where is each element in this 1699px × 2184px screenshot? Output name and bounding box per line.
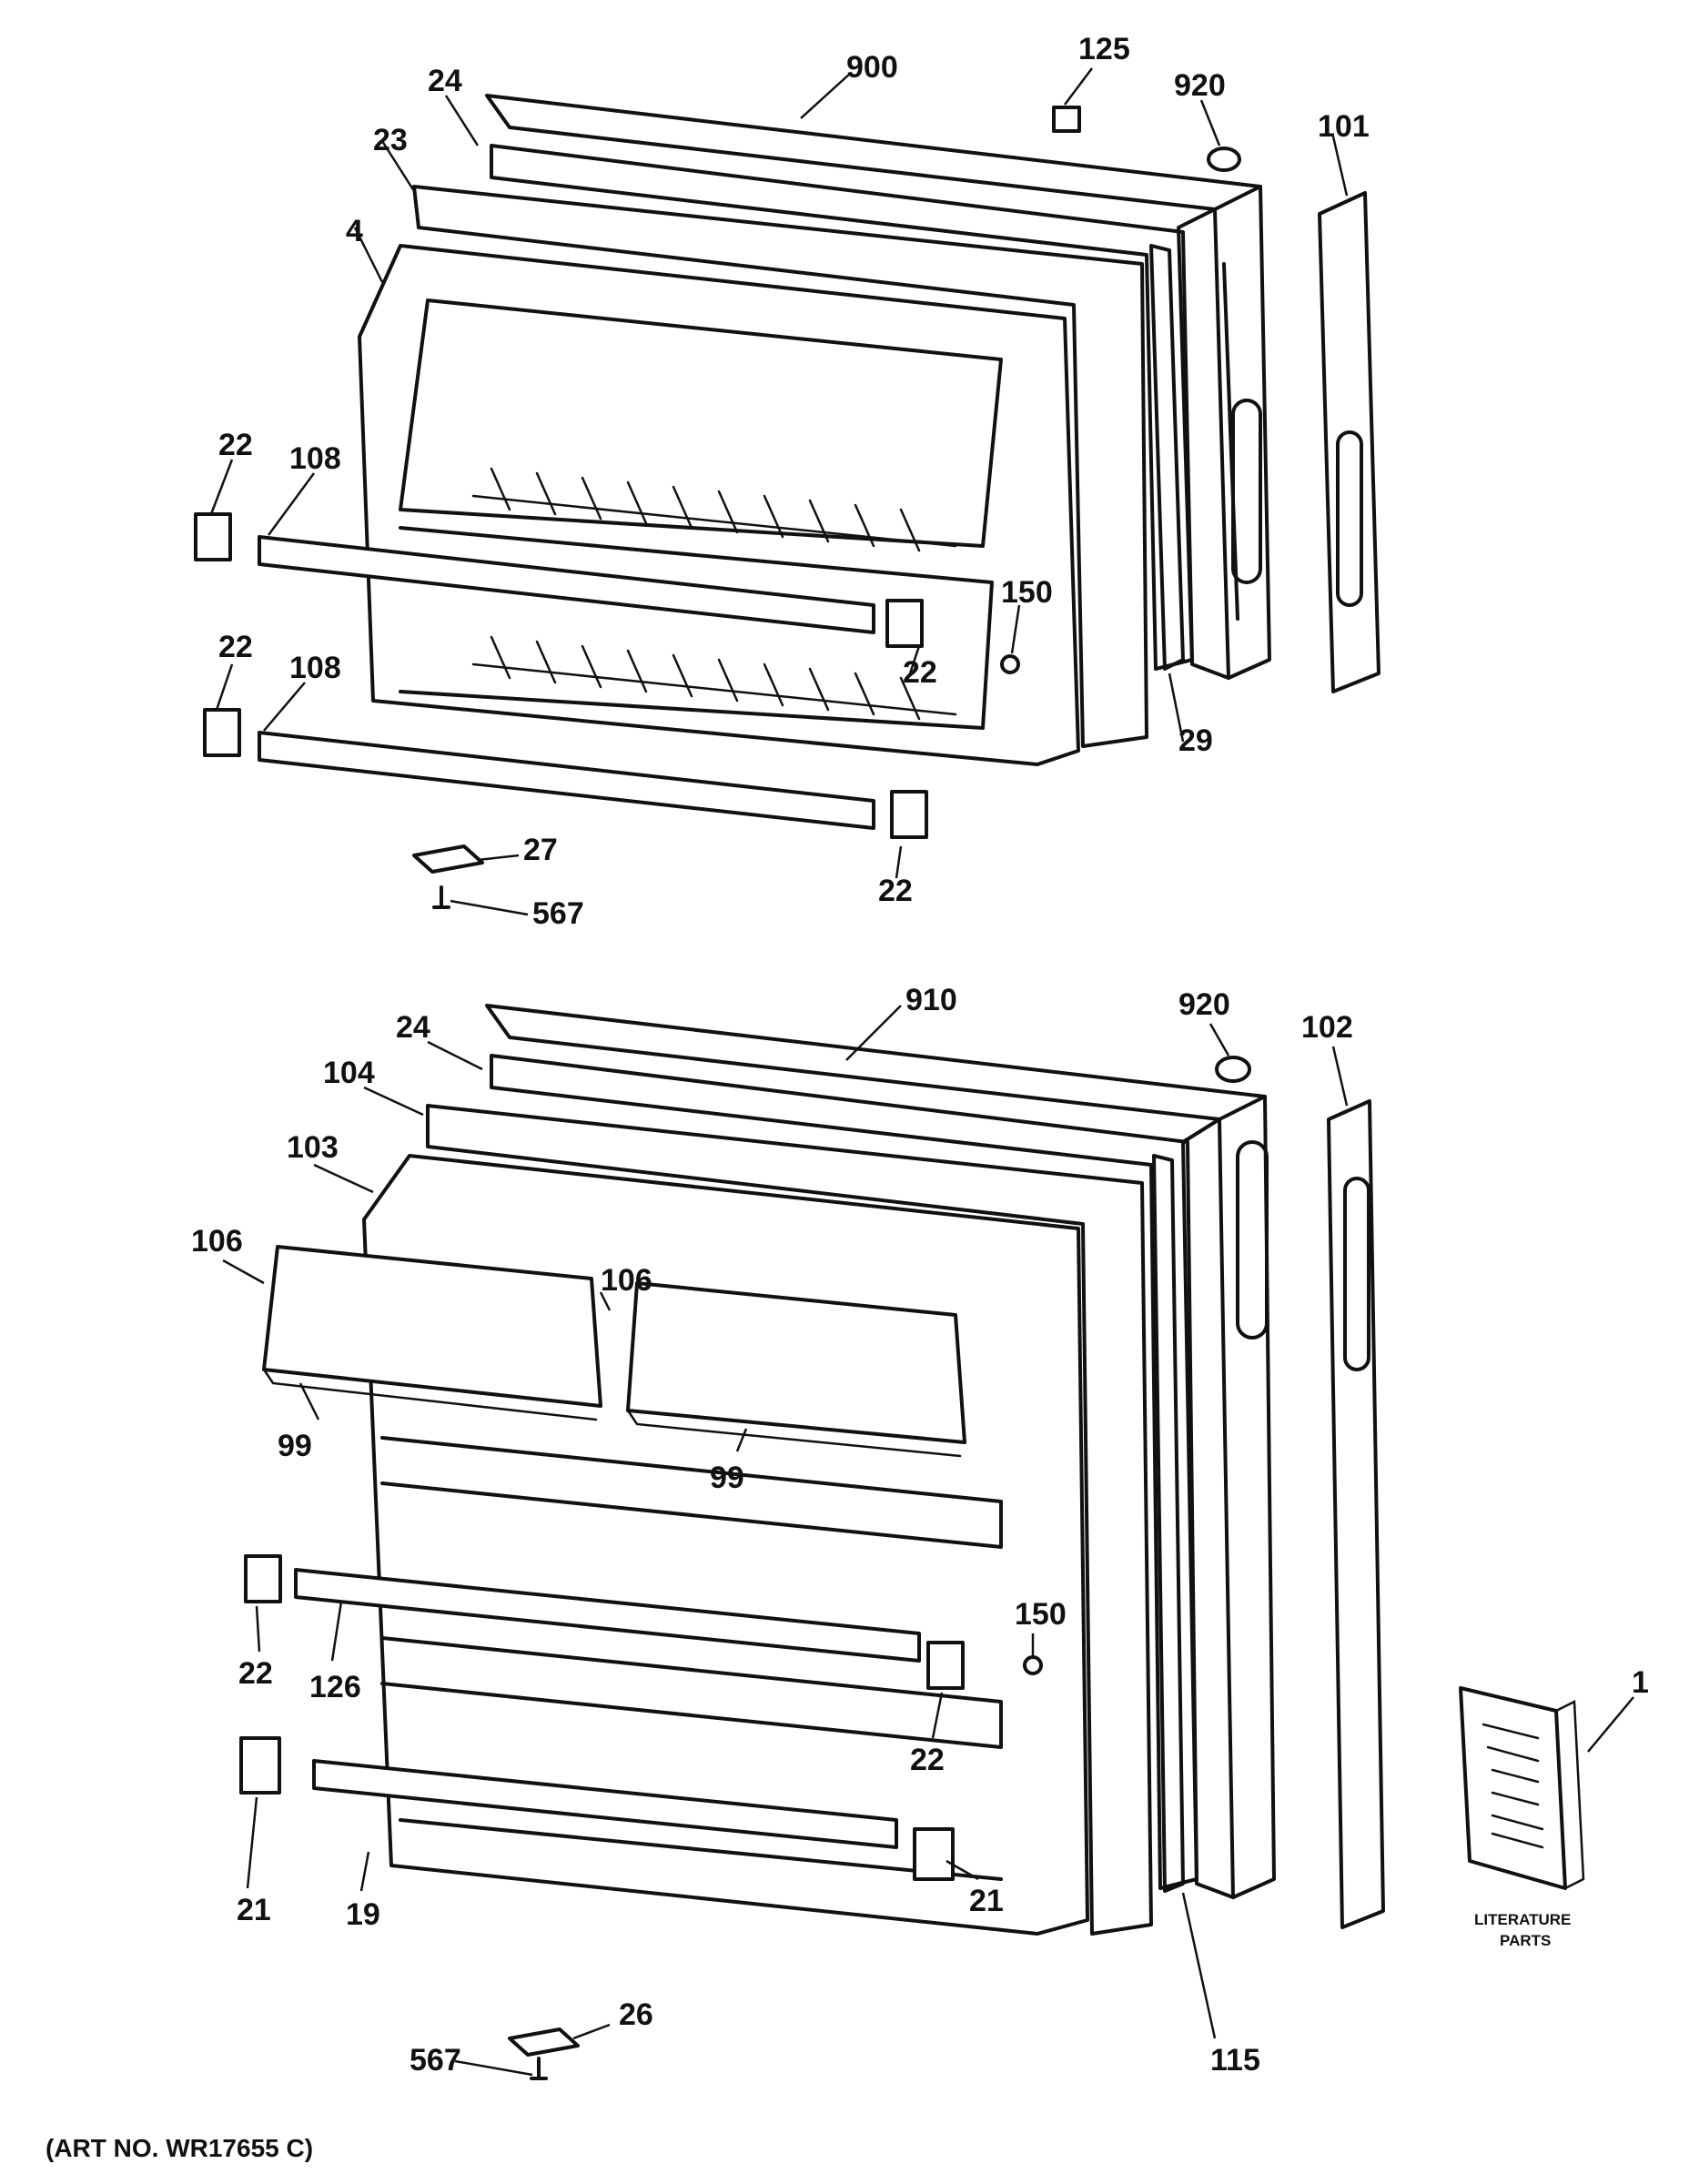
callout-24-bottom: 24: [396, 1010, 430, 1045]
callouts-bottom: 910 920 102 24 104 103 106 106 99 99 22 …: [191, 983, 1649, 2078]
callout-21-b: 21: [969, 1884, 1004, 1918]
callout-125: 125: [1078, 32, 1130, 66]
callout-19: 19: [346, 1897, 380, 1932]
gasket-23: [412, 185, 1148, 748]
handle-trim-102: [1327, 1099, 1385, 1929]
shelf-clip-22-e: [244, 1554, 282, 1603]
shelf-bar-108-upper: [258, 535, 875, 634]
door-handle-slot-top: [1231, 399, 1262, 584]
shelf-clip-22-b: [885, 599, 924, 648]
door-liner-4: [358, 244, 1080, 766]
callout-27: 27: [523, 833, 558, 867]
callout-99-a: 99: [278, 1429, 312, 1463]
gasket-104: [426, 1104, 1153, 1936]
callout-150-bottom: 150: [1015, 1597, 1067, 1632]
callout-23: 23: [373, 123, 408, 157]
callout-24-top: 24: [428, 64, 462, 98]
callout-106-b: 106: [601, 1263, 652, 1298]
freezer-door-assembly: [194, 94, 1380, 909]
leader-lines-top: [209, 67, 1349, 916]
shelf-bar-126: [294, 1568, 921, 1663]
callout-29: 29: [1178, 723, 1213, 758]
gasket-24: [490, 144, 1194, 671]
callout-21-a: 21: [237, 1893, 271, 1927]
cap-920-bottom: [1215, 1056, 1251, 1083]
callout-108-a: 108: [289, 441, 341, 476]
shelf-clip-22-c: [203, 708, 241, 757]
breaker-strip-29: [1149, 244, 1185, 671]
handle-trim-101: [1318, 191, 1380, 693]
plug-125: [1052, 106, 1081, 133]
callout-26: 26: [619, 1997, 653, 2032]
cap-920-top: [1207, 147, 1241, 172]
literature-label-line2: PARTS: [1500, 1932, 1551, 1949]
gasket-24-bottom: [490, 1054, 1198, 1890]
breaker-strip-115: [1152, 1154, 1185, 1893]
hinge-26: [508, 2027, 580, 2057]
shelf-bar-108-lower: [258, 731, 875, 830]
callout-1: 1: [1632, 1665, 1649, 1700]
screw-567-bottom: [530, 2057, 548, 2080]
dairy-bin-106-right: [626, 1281, 966, 1444]
callout-106-a: 106: [191, 1224, 243, 1259]
shelf-clip-22-d: [890, 790, 928, 839]
art-number: (ART NO. WR17655 C): [46, 2134, 313, 2162]
callout-22-a: 22: [218, 428, 253, 462]
callout-22-b: 22: [903, 655, 937, 690]
fresh-food-door-assembly: [239, 1004, 1585, 2080]
callout-22-d: 22: [878, 874, 913, 908]
callout-910: 910: [905, 983, 957, 1017]
callout-4: 4: [346, 214, 363, 248]
callout-101: 101: [1318, 109, 1370, 144]
callout-22-e: 22: [238, 1656, 273, 1691]
callout-103: 103: [287, 1130, 339, 1165]
callout-900: 900: [846, 50, 898, 85]
screw-150-bottom: [1023, 1655, 1043, 1675]
callout-108-b: 108: [289, 651, 341, 685]
dairy-bin-106-left: [262, 1245, 602, 1408]
callout-150-top: 150: [1001, 575, 1053, 610]
callout-104: 104: [323, 1056, 375, 1090]
leader-lines-bottom: [222, 1005, 1634, 2077]
callout-920-top: 920: [1174, 68, 1226, 103]
shelf-clip-21-b: [913, 1827, 955, 1881]
callouts-top: 900 125 920 101 24 23 4 22 108 150 22 22…: [218, 32, 1370, 931]
callout-22-c: 22: [218, 630, 253, 664]
screw-567-top: [432, 885, 450, 909]
shelf-bar-19: [312, 1759, 898, 1849]
callout-567-bottom: 567: [410, 2043, 461, 2078]
shelf-clip-22-a: [194, 512, 232, 561]
literature-label-line1: LITERATURE: [1474, 1911, 1571, 1928]
callout-99-b: 99: [710, 1461, 744, 1495]
callout-115: 115: [1210, 2043, 1260, 2078]
hinge-27: [412, 844, 484, 874]
callout-22-f: 22: [910, 1743, 945, 1777]
callout-102: 102: [1301, 1010, 1353, 1045]
callout-126: 126: [309, 1670, 361, 1704]
shelf-clip-22-f: [926, 1641, 965, 1690]
screw-150-top: [1000, 654, 1020, 674]
callout-920-bottom: 920: [1178, 987, 1230, 1022]
callout-567-top: 567: [532, 896, 584, 931]
literature-booklet: [1459, 1686, 1567, 1890]
shelf-clip-21-a: [239, 1736, 281, 1795]
door-handle-slot-bottom: [1236, 1140, 1269, 1340]
